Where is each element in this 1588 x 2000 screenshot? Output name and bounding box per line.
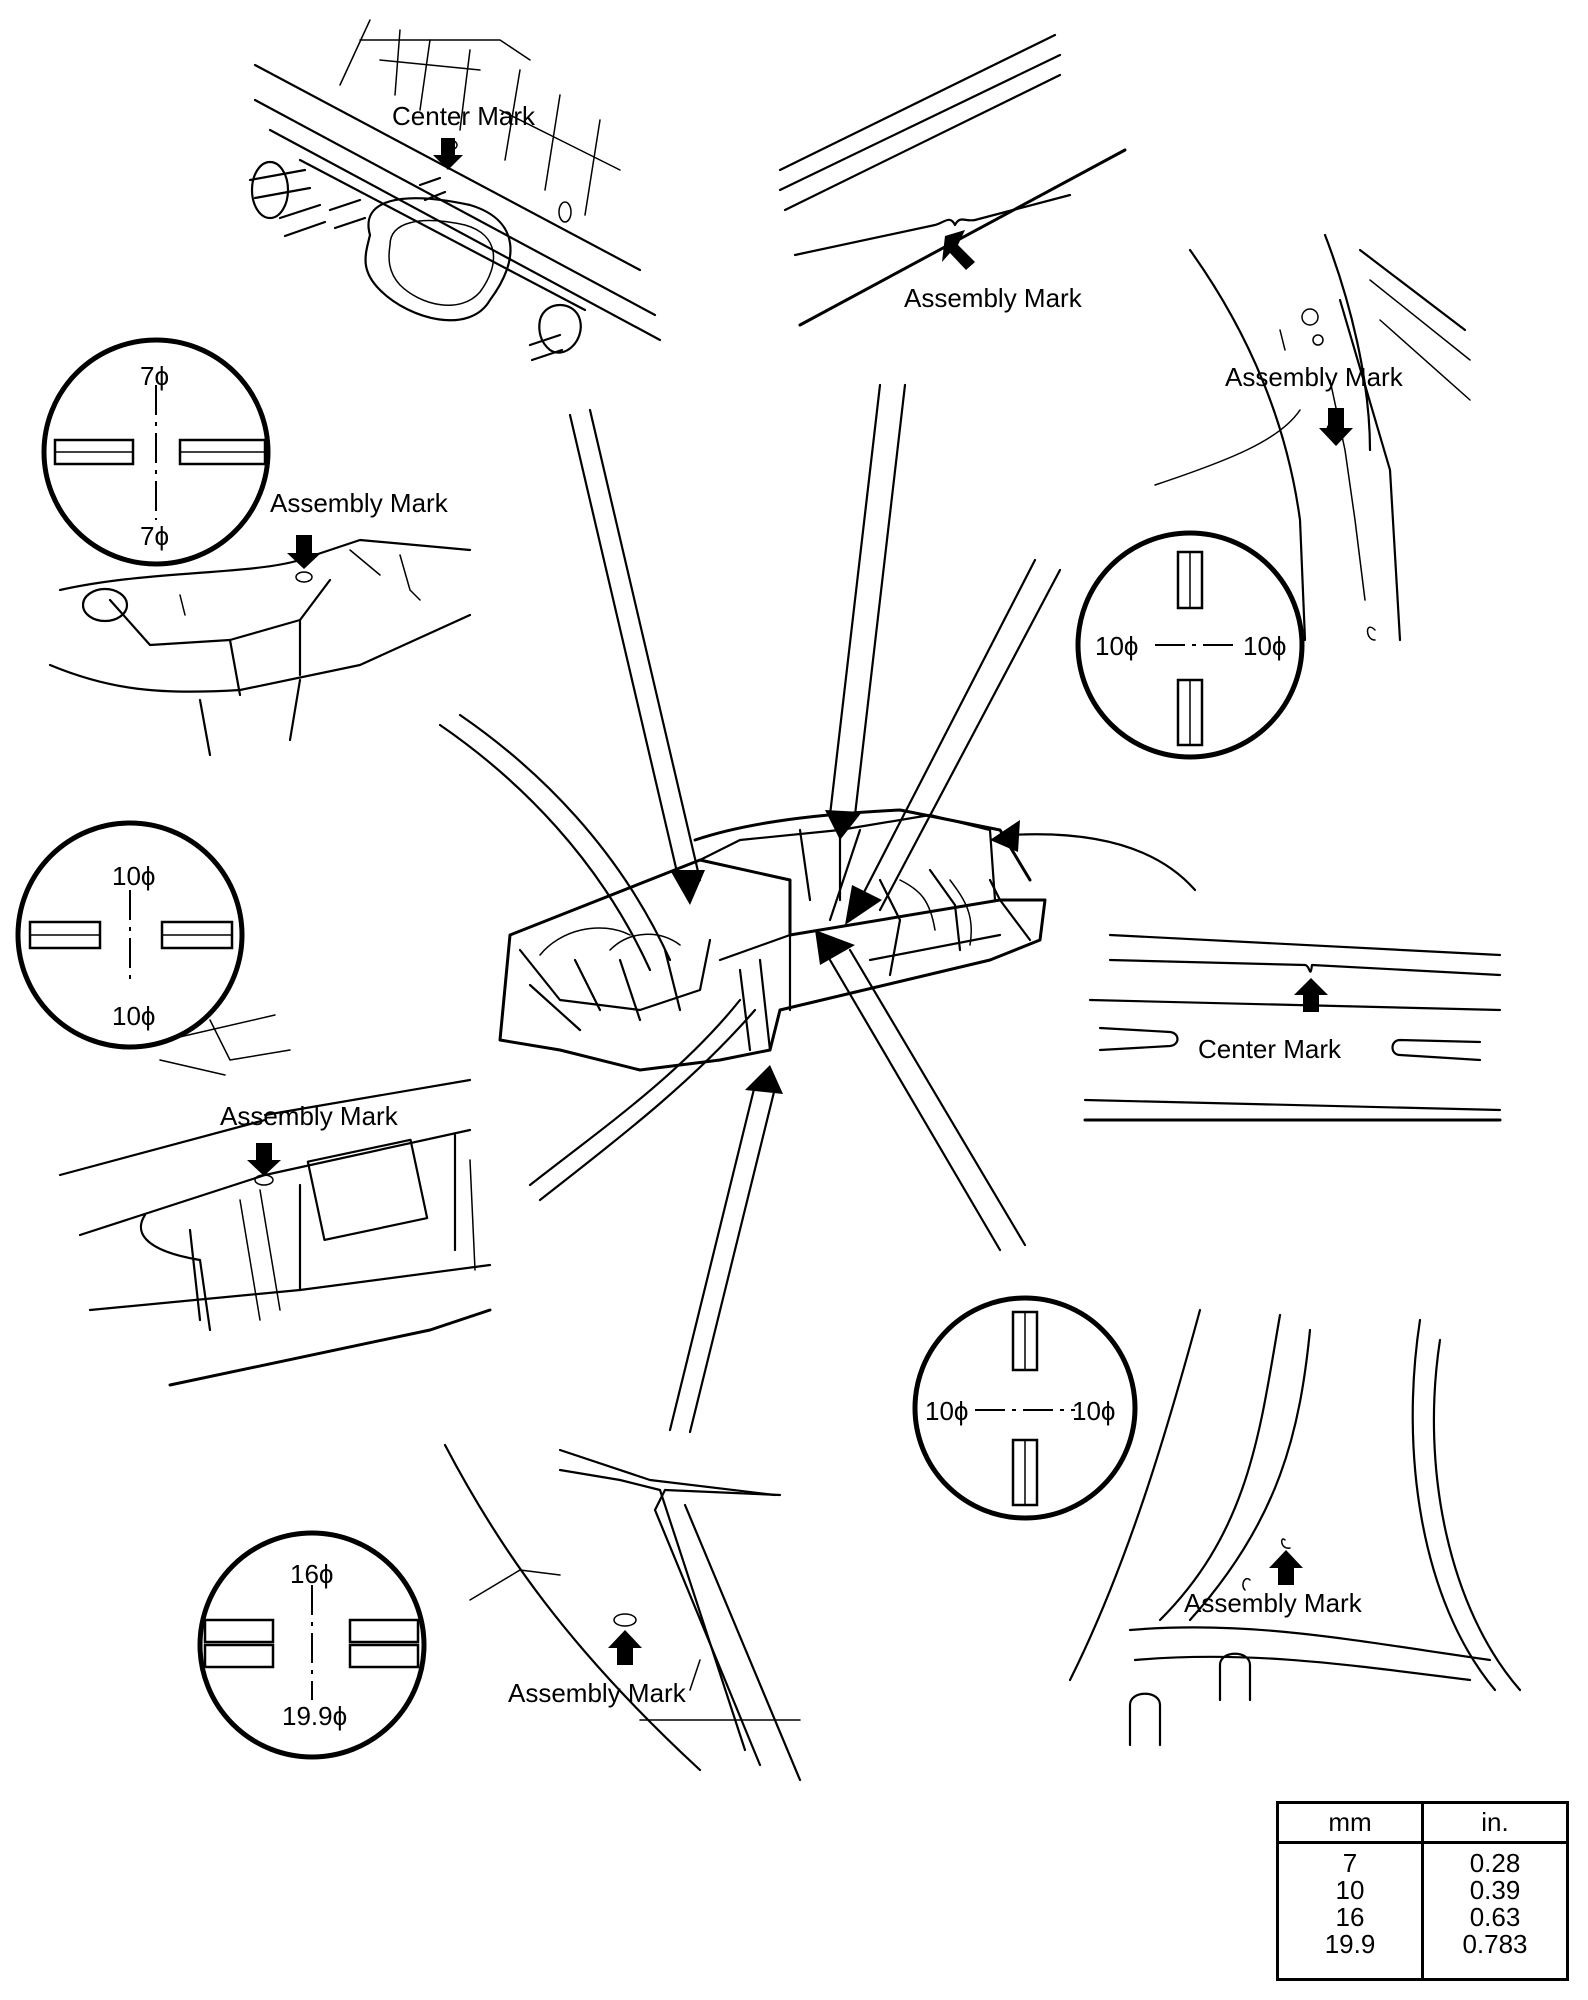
hole-size-label: 10ϕ (112, 1001, 155, 1031)
assembly-mark-label-bottom-middle: Assembly Mark (508, 1678, 687, 1708)
table-cell: 0.63 (1469, 1902, 1521, 1932)
conversion-table: mm in. 7 10 16 19.9 0.28 0.39 0.63 0.783 (1276, 1801, 1569, 1981)
down-arrow-icon (1319, 408, 1353, 446)
detail-rocker-panel (58, 1014, 492, 1387)
down-arrow-icon (247, 1143, 281, 1176)
hole-size-label: 10ϕ (1243, 631, 1286, 661)
leader-arrow-icon (745, 1065, 783, 1094)
assembly-mark-label-left-middle: Assembly Mark (220, 1101, 399, 1131)
hole-size-label: 10ϕ (112, 861, 155, 891)
leader-arrow-icon (990, 820, 1020, 852)
conversion-table-body: 7 10 16 19.9 0.28 0.39 0.63 0.783 (1279, 1844, 1566, 1981)
mm-column: 7 10 16 19.9 (1279, 1844, 1424, 1981)
detail-rear-pillar-lower (1068, 1308, 1522, 1747)
hole-detail-16mm: 16ϕ 19.9ϕ (197, 1530, 427, 1760)
down-arrow-icon (287, 535, 321, 569)
hole-detail-10mm-bottom: 10ϕ 10ϕ (912, 1295, 1138, 1521)
table-cell: 0.783 (1462, 1929, 1528, 1959)
table-cell: 0.39 (1469, 1875, 1521, 1905)
down-arrow-icon (433, 138, 463, 170)
leader-arrow-icon (845, 885, 882, 925)
conversion-table-header: mm in. (1279, 1804, 1566, 1844)
in-column: 0.28 0.39 0.63 0.783 (1424, 1844, 1566, 1981)
hole-size-label: 10ϕ (925, 1396, 968, 1426)
table-cell: 7 (1342, 1848, 1358, 1878)
hole-size-label: 7ϕ (140, 521, 169, 551)
leader-arrow-icon (670, 870, 705, 905)
assembly-mark-label-top-right: Assembly Mark (1225, 362, 1404, 392)
up-arrow-icon (942, 230, 975, 270)
detail-roof-rail (778, 33, 1127, 327)
up-arrow-icon (1294, 978, 1328, 1012)
up-arrow-icon (608, 1630, 642, 1665)
hole-size-label: 19.9ϕ (282, 1701, 347, 1731)
car-body-illustration (498, 808, 1047, 1072)
table-cell: 16 (1335, 1902, 1365, 1932)
hole-detail-10mm-right: 10ϕ 10ϕ (1075, 530, 1305, 760)
assembly-mark-label-left-upper: Assembly Mark (270, 488, 449, 518)
table-cell: 0.28 (1469, 1848, 1521, 1878)
center-mark-label-right: Center Mark (1198, 1034, 1342, 1064)
hole-size-label: 10ϕ (1095, 631, 1138, 661)
hole-detail-10mm-left: 10ϕ 10ϕ (15, 820, 245, 1050)
column-header-in: in. (1481, 1807, 1509, 1837)
leader-arrow-icon (825, 810, 862, 840)
detail-front-pillar-lower (443, 1443, 802, 1782)
leader-arrow-icon (815, 930, 855, 965)
center-mark-label-top: Center Mark (392, 101, 536, 131)
detail-roof-center (1083, 933, 1502, 1122)
column-header-mm: mm (1279, 1804, 1424, 1841)
hole-detail-7mm: 7ϕ 7ϕ (41, 337, 271, 567)
up-arrow-icon (1269, 1550, 1303, 1585)
table-cell: 19.9 (1324, 1929, 1376, 1959)
assembly-mark-label-bottom-right: Assembly Mark (1184, 1588, 1363, 1618)
hole-size-label: 7ϕ (140, 361, 169, 391)
hole-size-label: 10ϕ (1072, 1396, 1115, 1426)
detail-front-side-member (48, 538, 472, 757)
table-cell: 10 (1335, 1875, 1365, 1905)
leader-lines (438, 383, 1197, 1434)
assembly-mark-label-top-middle: Assembly Mark (904, 283, 1083, 313)
detail-front-cross-member (248, 19, 662, 362)
hole-size-label: 16ϕ (290, 1559, 333, 1589)
